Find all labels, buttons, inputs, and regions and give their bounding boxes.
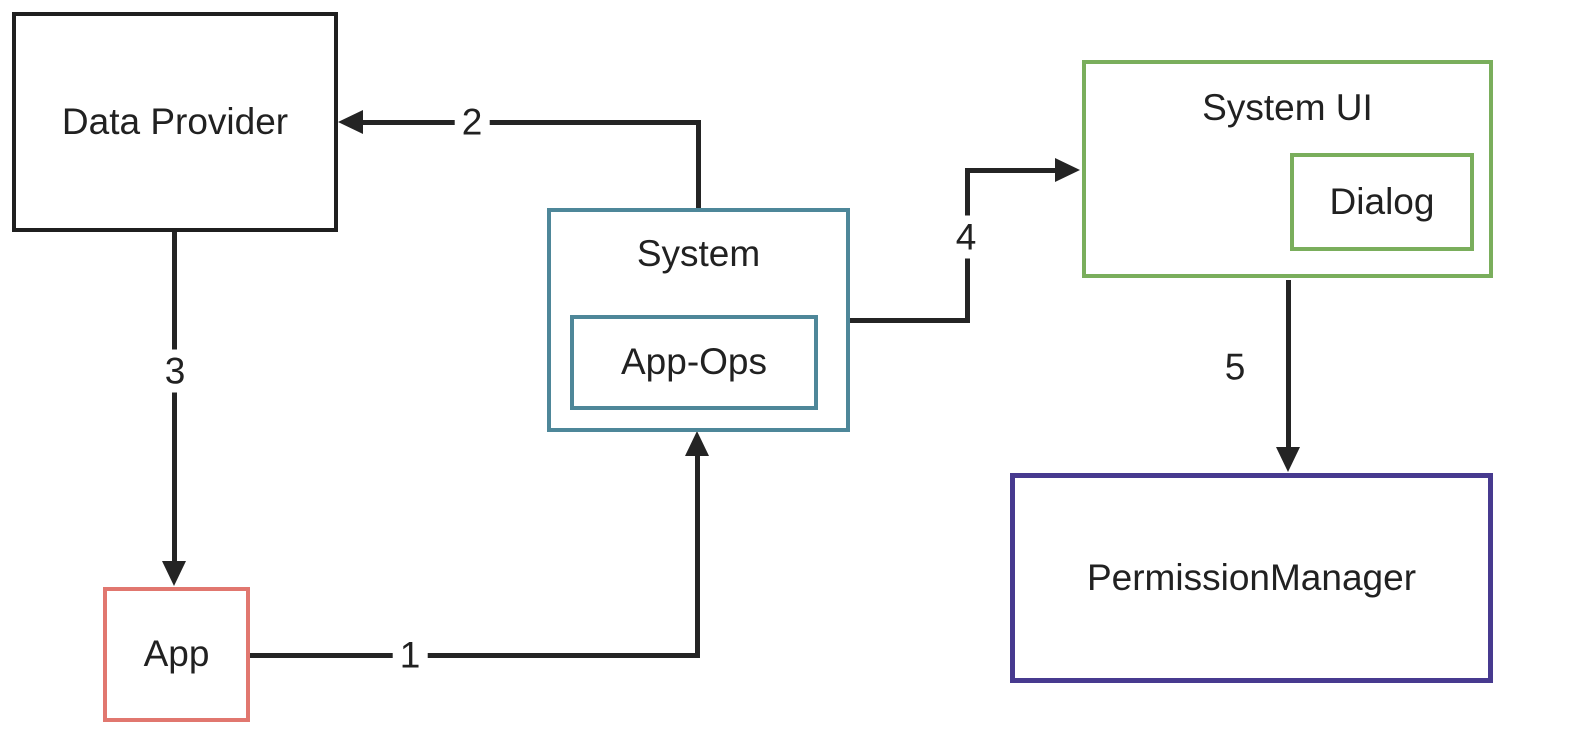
dialog-box: Dialog: [1290, 153, 1474, 251]
app-ops-box: App-Ops: [570, 315, 818, 410]
arrow-2-horizontal-segment: [360, 120, 701, 125]
edge-label-5: 5: [1217, 345, 1253, 389]
system-ui-label: System UI: [1202, 87, 1373, 128]
dialog-label: Dialog: [1329, 180, 1435, 222]
arrow-down-icon: [1276, 447, 1300, 472]
arrow-3-vertical-segment: [172, 232, 177, 563]
permission-manager-box: PermissionManager: [1010, 473, 1493, 683]
arrow-down-icon: [162, 561, 186, 586]
app-ops-label: App-Ops: [620, 341, 767, 383]
arrow-4-lower-horizontal-segment: [848, 318, 970, 323]
system-label: System: [636, 233, 761, 274]
app-box: App: [103, 587, 250, 722]
arrow-4-upper-horizontal-segment: [965, 168, 1057, 173]
arrow-left-icon: [338, 110, 363, 134]
arrow-1-horizontal-segment: [250, 653, 700, 658]
data-provider-label: Data Provider: [61, 100, 289, 142]
arrow-2-vertical-segment: [696, 122, 701, 210]
arrow-right-icon: [1055, 158, 1080, 182]
edge-label-4: 4: [953, 215, 979, 259]
permission-manager-label: PermissionManager: [1086, 556, 1417, 598]
edge-label-2: 2: [454, 100, 490, 144]
app-label: App: [143, 633, 210, 675]
data-provider-box: Data Provider: [12, 12, 338, 232]
arrow-up-icon: [685, 431, 709, 456]
arrow-5-vertical-segment: [1286, 280, 1291, 448]
arrow-1-vertical-segment: [695, 452, 700, 658]
edge-label-3: 3: [157, 349, 193, 393]
edge-label-1: 1: [392, 633, 428, 677]
